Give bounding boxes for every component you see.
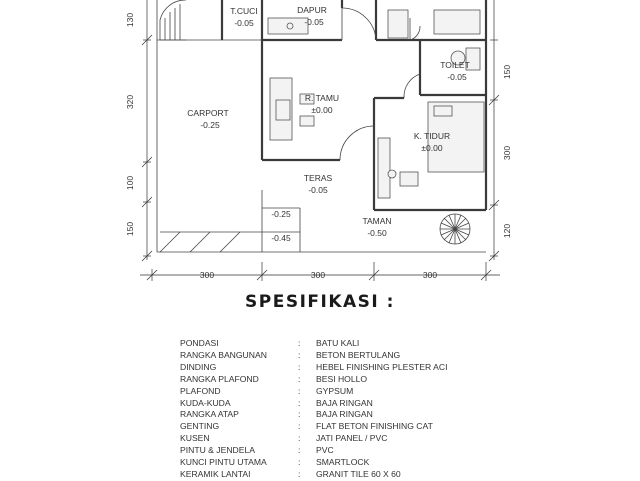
spec-separator: : xyxy=(298,409,301,420)
spec-key: RANGKA BANGUNAN xyxy=(180,349,267,360)
spec-key: KUDA-KUDA xyxy=(180,397,231,408)
spec-key: KUNCI PINTU UTAMA xyxy=(180,457,267,468)
room-rtamu-level: ±0.00 xyxy=(311,105,332,115)
spec-row: KUDA-KUDA: BAJA RINGAN xyxy=(180,398,480,410)
spec-value: GRANIT TILE 60 X 60 xyxy=(316,468,401,479)
spec-value: PVC xyxy=(316,445,334,456)
dim-right-2: 300 xyxy=(502,146,512,160)
spec-value: JATI PANEL / PVC xyxy=(316,433,388,444)
spec-row: PINTU & JENDELA: PVC xyxy=(180,445,480,457)
furniture xyxy=(267,9,485,199)
spec-value: GYPSUM xyxy=(316,385,354,396)
dim-bottom-3: 300 xyxy=(423,270,437,280)
room-carport-name: CARPORT xyxy=(187,108,228,118)
room-taman-name: TAMAN xyxy=(362,216,391,226)
room-tcuci-level: -0.05 xyxy=(234,18,254,28)
spec-separator: : xyxy=(298,457,301,468)
spec-row: PONDASI: BATU KALI xyxy=(180,338,480,350)
spec-row: RANGKA BANGUNAN: BETON BERTULANG xyxy=(180,350,480,362)
spec-value: BETON BERTULANG xyxy=(316,349,401,360)
spec-row: KUNCI PINTU UTAMA: SMARTLOCK xyxy=(180,457,480,469)
room-ktidur-level: ±0.00 xyxy=(421,143,442,153)
garden-plant-icon xyxy=(439,213,471,245)
room-ktidur-name: K. TIDUR xyxy=(414,131,450,141)
spec-value: FLAT BETON FINISHING CAT xyxy=(316,421,433,432)
spec-key: PINTU & JENDELA xyxy=(180,445,255,456)
spec-row: KERAMIK LANTAI: GRANIT TILE 60 X 60 xyxy=(180,469,480,481)
spec-value: BAJA RINGAN xyxy=(316,409,373,420)
room-teras-name: TERAS xyxy=(304,173,333,183)
dim-bottom-2: 300 xyxy=(311,270,325,280)
right-dimension-line xyxy=(488,0,500,262)
level-ramp-upper: -0.25 xyxy=(271,209,291,219)
spec-separator: : xyxy=(298,397,301,408)
room-tcuci-name: T.CUCI xyxy=(230,6,257,16)
spec-separator: : xyxy=(298,433,301,444)
spec-value: HEBEL FINISHING PLESTER ACI xyxy=(316,361,448,372)
spec-separator: : xyxy=(298,349,301,360)
dim-left-4: 150 xyxy=(125,222,135,236)
room-carport-level: -0.25 xyxy=(200,120,220,130)
room-rtamu-name: R. TAMU xyxy=(305,93,339,103)
spec-key: KUSEN xyxy=(180,433,210,444)
spec-value: BAJA RINGAN xyxy=(316,397,373,408)
floor-plan: 130 320 100 150 150 300 120 300 300 300 xyxy=(125,0,512,281)
spec-key: RANGKA ATAP xyxy=(180,409,239,420)
room-toilet-level: -0.05 xyxy=(447,72,467,82)
spec-key: KERAMIK LANTAI xyxy=(180,468,251,479)
room-dapur-name: DAPUR xyxy=(297,5,327,15)
spec-row: DINDING: HEBEL FINISHING PLESTER ACI xyxy=(180,362,480,374)
level-ramp-lower: -0.45 xyxy=(271,233,291,243)
spec-separator: : xyxy=(298,445,301,456)
spec-separator: : xyxy=(298,385,301,396)
spec-separator: : xyxy=(298,361,301,372)
dim-right-1: 150 xyxy=(502,65,512,79)
bottom-dimension-line xyxy=(140,262,500,281)
spec-separator: : xyxy=(298,338,301,348)
spec-key: GENTING xyxy=(180,421,220,432)
dim-left-3: 100 xyxy=(125,176,135,190)
spec-row: KUSEN: JATI PANEL / PVC xyxy=(180,433,480,445)
spec-key: RANGKA PLAFOND xyxy=(180,373,259,384)
wash-area-hatch xyxy=(159,0,186,41)
dim-left-1: 130 xyxy=(125,13,135,27)
doors xyxy=(339,7,421,161)
site-boundary xyxy=(156,0,486,253)
spec-row: PLAFOND: GYPSUM xyxy=(180,386,480,398)
dim-left-2: 320 xyxy=(125,95,135,109)
spec-key: PLAFOND xyxy=(180,385,221,396)
room-toilet-name: TOILET xyxy=(440,60,470,70)
spec-value: BESI HOLLO xyxy=(316,373,368,384)
spec-title: SPESIFIKASI : xyxy=(245,292,395,312)
spec-key: PONDASI xyxy=(180,338,219,348)
spec-value: BATU KALI xyxy=(316,338,360,348)
spec-key: DINDING xyxy=(180,361,217,372)
dim-bottom-1: 300 xyxy=(200,270,214,280)
spec-table: PONDASI: BATU KALI RANGKA BANGUNAN: BETON B… xyxy=(180,338,480,481)
room-teras-level: -0.05 xyxy=(308,185,328,195)
spec-separator: : xyxy=(298,421,301,432)
spec-row: GENTING: FLAT BETON FINISHING CAT xyxy=(180,421,480,433)
room-taman-level: -0.50 xyxy=(367,228,387,238)
room-dapur-level: -0.05 xyxy=(304,17,324,27)
spec-separator: : xyxy=(298,373,301,384)
dim-right-3: 120 xyxy=(502,224,512,238)
spec-separator: : xyxy=(298,468,301,479)
spec-row: RANGKA ATAP: BAJA RINGAN xyxy=(180,409,480,421)
left-dimension-line xyxy=(141,0,153,262)
spec-value: SMARTLOCK xyxy=(316,457,370,468)
spec-row: RANGKA PLAFOND: BESI HOLLO xyxy=(180,374,480,386)
